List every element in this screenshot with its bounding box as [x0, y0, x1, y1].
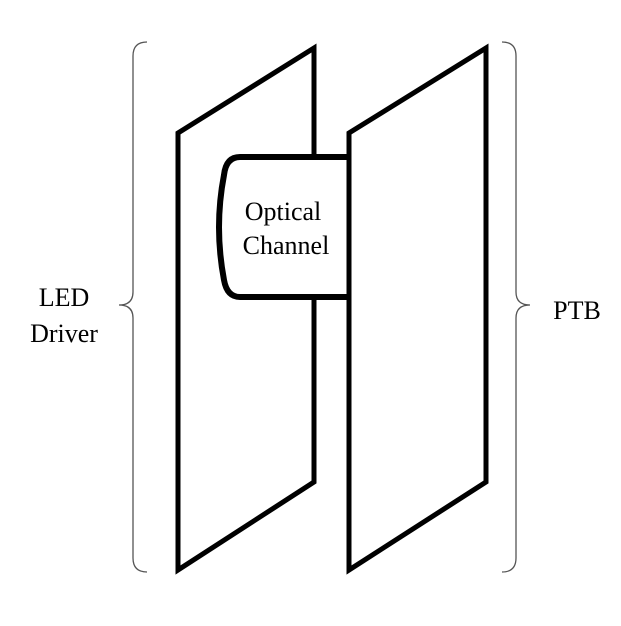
left-brace: [118, 41, 148, 573]
right-brace: [501, 41, 531, 573]
led-driver-label-line2: Driver: [30, 319, 98, 348]
led-driver-label-line1: LED: [39, 283, 90, 312]
channel-label-line2: Channel: [243, 231, 330, 260]
optical-channel: [216, 154, 349, 300]
ptb-panel: [346, 43, 489, 575]
led-driver-panel: [175, 43, 317, 575]
channel-label-line1: Optical: [245, 197, 322, 226]
ptb-label: PTB: [553, 296, 601, 325]
